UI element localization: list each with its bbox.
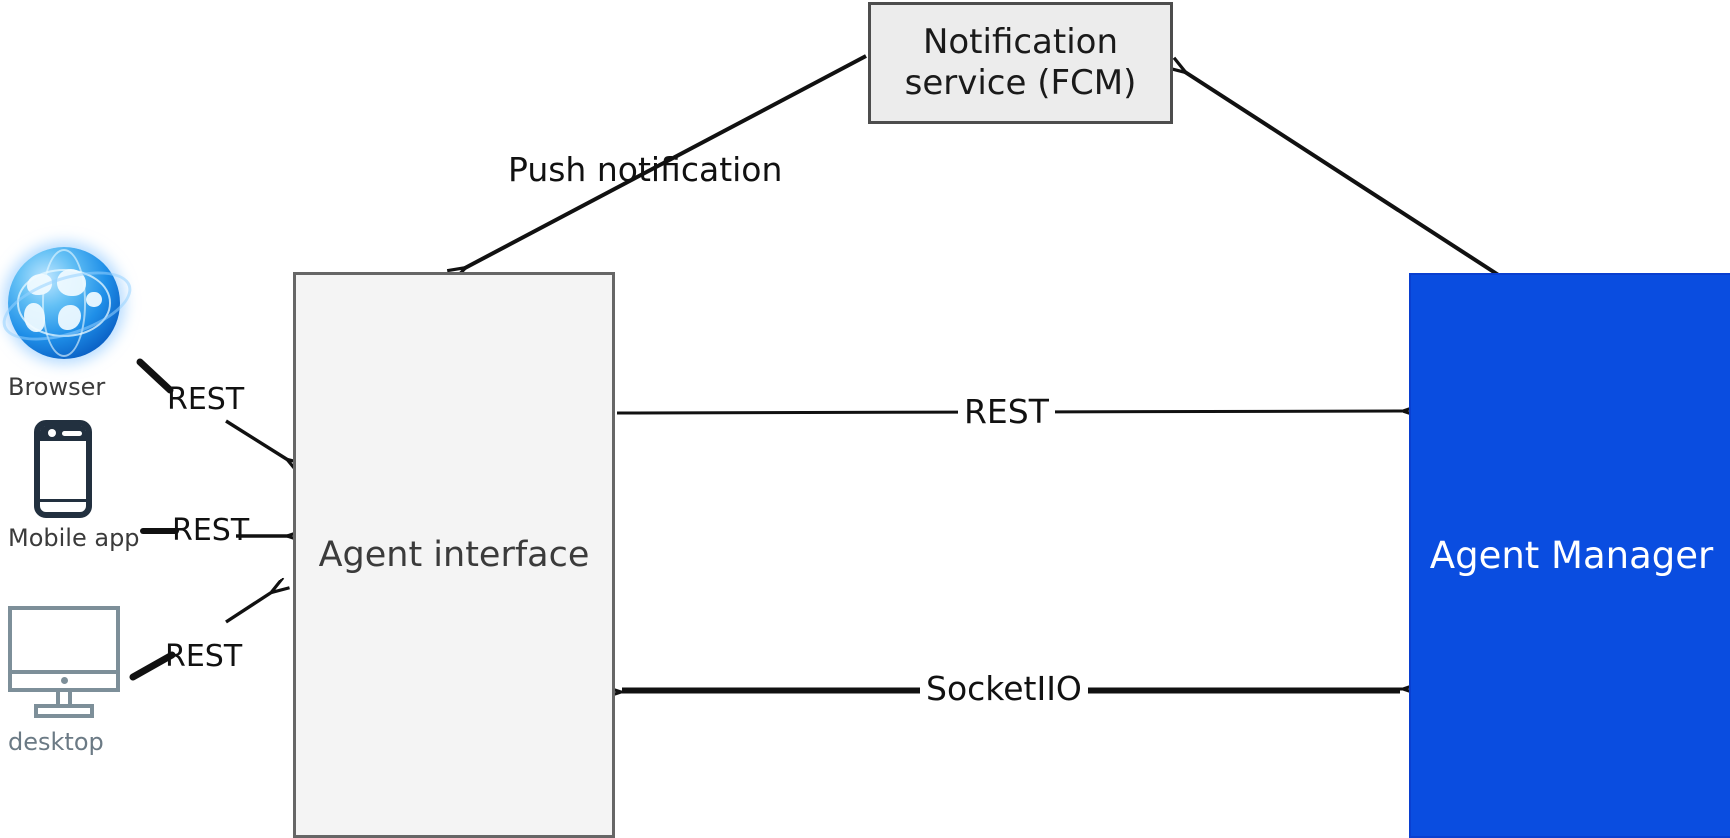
desktop-monitor-icon	[8, 606, 120, 718]
edge-label-socketio: SocketIIO	[920, 669, 1088, 708]
endpoint-desktop-label: desktop	[8, 728, 104, 756]
mobile-phone-icon	[34, 420, 92, 518]
node-notification-service-line2: service (FCM)	[904, 63, 1137, 103]
node-agent-interface-label: Agent interface	[318, 534, 590, 575]
endpoint-mobile-app-label: Mobile app	[8, 524, 140, 552]
node-notification-service[interactable]: Notification service (FCM)	[868, 2, 1173, 124]
edge-label-rest-desktop: REST	[165, 639, 243, 674]
globe-icon	[0, 247, 140, 367]
node-agent-manager-label: Agent Manager	[1429, 533, 1714, 577]
node-notification-service-line1: Notification	[922, 21, 1119, 62]
edge-manager-to-fcm	[1185, 72, 1502, 278]
node-agent-manager[interactable]: Agent Manager	[1409, 273, 1730, 838]
edge-label-rest-mobile: REST	[172, 513, 250, 548]
endpoint-desktop[interactable]: desktop	[8, 606, 120, 756]
endpoint-mobile-app[interactable]: Mobile app	[8, 420, 140, 552]
endpoint-browser-label: Browser	[8, 373, 106, 401]
node-agent-interface[interactable]: Agent interface	[293, 272, 615, 838]
edge-label-rest-browser: REST	[167, 382, 245, 417]
edge-label-rest-main: REST	[958, 392, 1055, 431]
endpoint-browser[interactable]: Browser	[0, 247, 140, 401]
edge-label-push-notification: Push notification	[508, 150, 783, 189]
